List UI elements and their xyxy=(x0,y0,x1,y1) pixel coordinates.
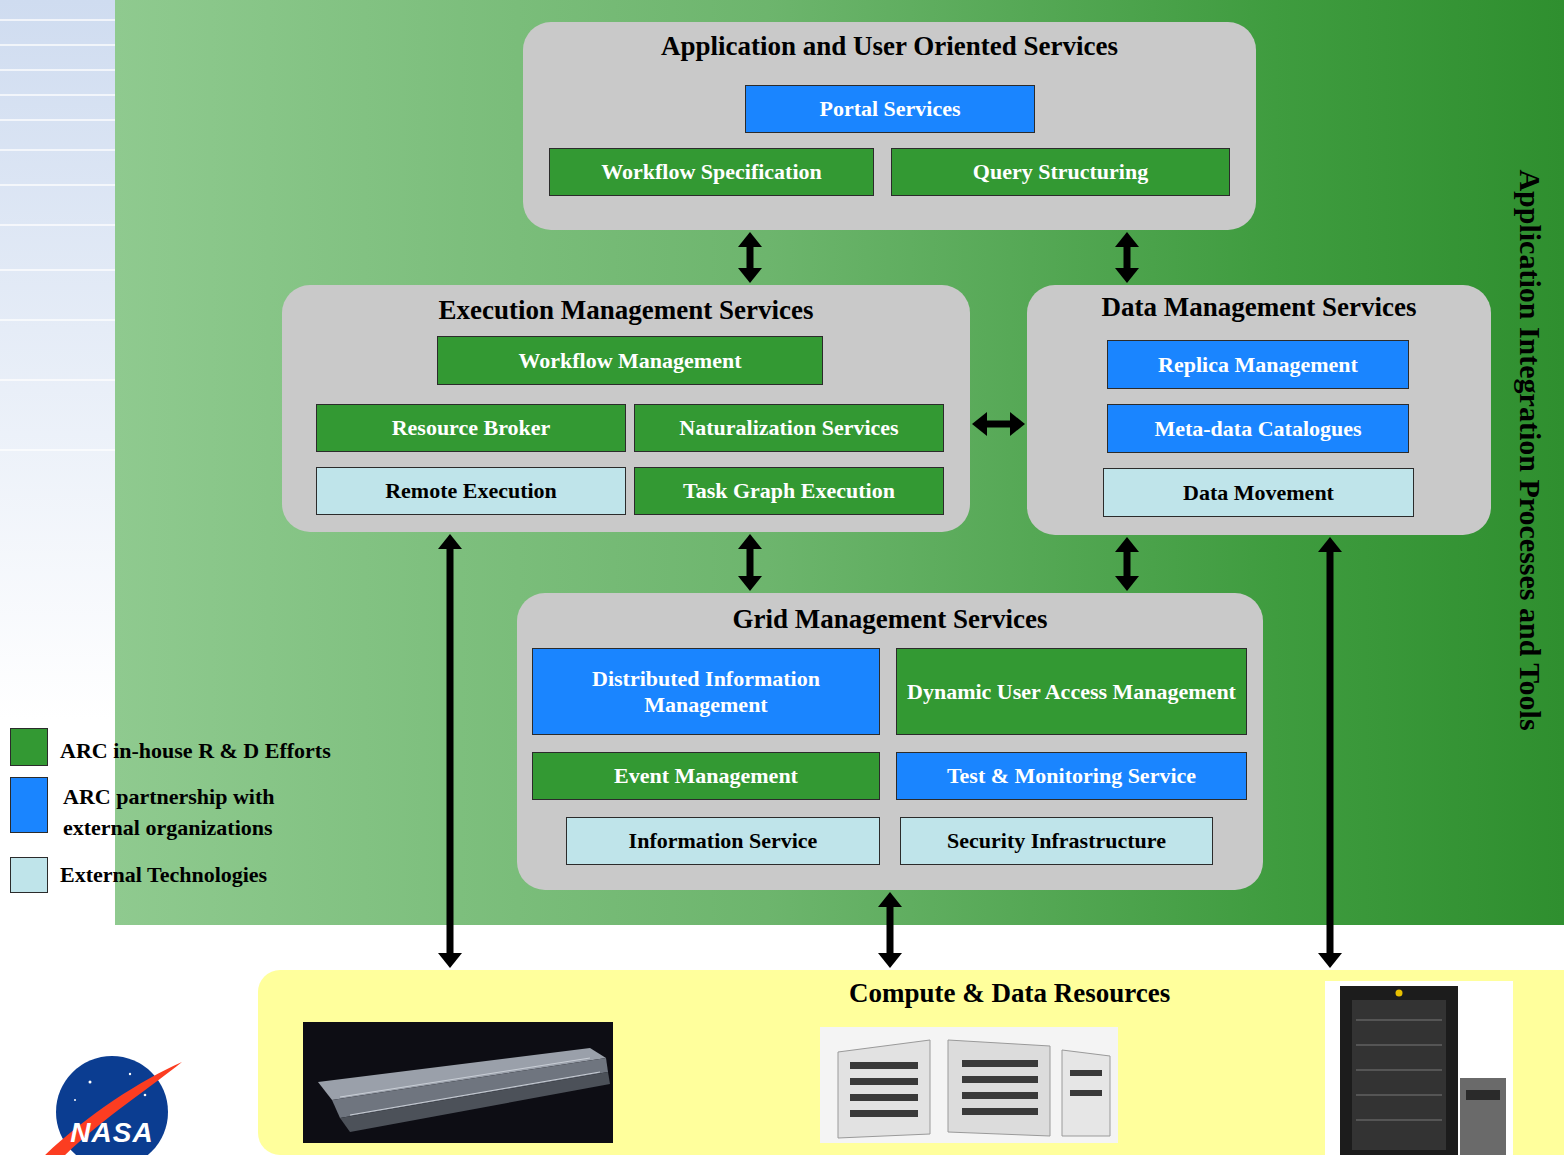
double-arrow xyxy=(738,232,762,283)
service-box: Task Graph Execution xyxy=(634,467,944,515)
arrow-head xyxy=(738,232,762,247)
group-heading: Execution Management Services xyxy=(439,294,814,326)
arrow-head xyxy=(438,534,462,549)
arrow-head xyxy=(1010,412,1025,436)
service-box: Meta-data Catalogues xyxy=(1107,404,1409,453)
box-label: Distributed Information Management xyxy=(539,666,873,718)
box-label: Dynamic User Access Management xyxy=(907,679,1236,705)
arrow-head xyxy=(1115,232,1139,247)
service-box: Dynamic User Access Management xyxy=(896,648,1247,735)
arrow-shaft xyxy=(1327,551,1334,954)
group-heading: Grid Management Services xyxy=(733,603,1048,635)
double-arrow xyxy=(738,534,762,591)
box-label: Remote Execution xyxy=(385,478,557,504)
server-cabinets-picture xyxy=(820,1027,1118,1143)
box-label: Security Infrastructure xyxy=(947,828,1166,854)
arrow-head xyxy=(438,953,462,968)
arrow-head xyxy=(738,534,762,549)
arrow-head xyxy=(738,576,762,591)
box-label: Query Structuring xyxy=(973,159,1148,185)
legend-text: ARC partnership with external organizati… xyxy=(63,781,331,843)
legend-item: External Technologies xyxy=(60,859,360,890)
box-label: Workflow Management xyxy=(518,348,741,374)
box-label: Portal Services xyxy=(819,96,960,122)
arrow-shaft xyxy=(1124,246,1131,269)
legend-swatch xyxy=(10,728,48,766)
service-box: Distributed Information Management xyxy=(532,648,880,735)
arrow-head xyxy=(1115,576,1139,591)
service-group: Data Management ServicesReplica Manageme… xyxy=(1027,285,1491,535)
service-box: Security Infrastructure xyxy=(900,817,1213,865)
box-label: Workflow Specification xyxy=(601,159,822,185)
nasa-logo xyxy=(40,1056,182,1155)
service-box: Portal Services xyxy=(745,85,1035,133)
box-label: Replica Management xyxy=(1158,352,1358,378)
service-box: Data Movement xyxy=(1103,468,1414,517)
integration-band: Application Integration Processes and To… xyxy=(115,0,1564,925)
arrow-head xyxy=(738,268,762,283)
legend-swatch xyxy=(10,777,48,833)
legend-text: ARC in-house R & D Efforts xyxy=(60,735,400,766)
box-label: Test & Monitoring Service xyxy=(947,763,1196,789)
service-box: Naturalization Services xyxy=(634,404,944,452)
arrow-head xyxy=(1318,953,1342,968)
arrow-head xyxy=(878,892,902,907)
logo-holder: NASA xyxy=(56,1117,168,1149)
service-box: Resource Broker xyxy=(316,404,626,452)
double-arrow xyxy=(878,892,902,968)
arrow-head xyxy=(1115,537,1139,552)
double-arrow xyxy=(438,534,462,968)
service-box: Workflow Management xyxy=(437,336,823,385)
service-group: Grid Management ServicesDistributed Info… xyxy=(517,593,1263,890)
service-group: Application and User Oriented ServicesPo… xyxy=(523,22,1256,230)
service-box: Workflow Specification xyxy=(549,148,874,196)
arrow-head xyxy=(1115,268,1139,283)
legend-swatch xyxy=(10,857,48,893)
arrow-head xyxy=(878,953,902,968)
group-heading: Application and User Oriented Services xyxy=(661,30,1118,62)
legend-text: External Technologies xyxy=(60,859,360,890)
legend-item: ARC partnership with external organizati… xyxy=(63,781,331,843)
service-box: Test & Monitoring Service xyxy=(896,752,1247,800)
double-arrow xyxy=(1115,537,1139,591)
service-box: Event Management xyxy=(532,752,880,800)
supercomputer-picture xyxy=(303,1022,613,1143)
service-box: Replica Management xyxy=(1107,340,1409,389)
legend-item: ARC in-house R & D Efforts xyxy=(60,735,400,766)
service-box: Query Structuring xyxy=(891,148,1230,196)
box-label: Event Management xyxy=(614,763,798,789)
service-group: Execution Management ServicesWorkflow Ma… xyxy=(282,285,970,532)
arrow-shaft xyxy=(747,246,754,269)
band-heading: Compute & Data Resources xyxy=(849,977,1170,1009)
double-arrow xyxy=(1115,232,1139,283)
double-arrow xyxy=(972,412,1025,436)
arrow-shaft xyxy=(986,421,1011,428)
service-box: Remote Execution xyxy=(316,467,626,515)
arrow-shaft xyxy=(1124,551,1131,577)
box-label: Resource Broker xyxy=(392,415,551,441)
arrow-shaft xyxy=(887,906,894,954)
band-title: Application Integration Processes and To… xyxy=(1513,169,1547,730)
arrow-shaft xyxy=(447,548,454,954)
tower-computer-picture xyxy=(1325,981,1513,1155)
box-label: Meta-data Catalogues xyxy=(1154,416,1361,442)
box-label: Naturalization Services xyxy=(679,415,898,441)
logo-text: NASA xyxy=(56,1117,168,1149)
double-arrow xyxy=(1318,537,1342,968)
box-label: Task Graph Execution xyxy=(683,478,895,504)
box-label: Information Service xyxy=(629,828,818,854)
box-label: Data Movement xyxy=(1183,480,1334,506)
arrow-head xyxy=(972,412,987,436)
arrow-shaft xyxy=(747,548,754,577)
arrow-head xyxy=(1318,537,1342,552)
corner-stripes xyxy=(0,0,115,720)
service-box: Information Service xyxy=(566,817,880,865)
resource-band: Compute & Data Resources xyxy=(258,970,1564,1155)
group-heading: Data Management Services xyxy=(1102,291,1417,323)
